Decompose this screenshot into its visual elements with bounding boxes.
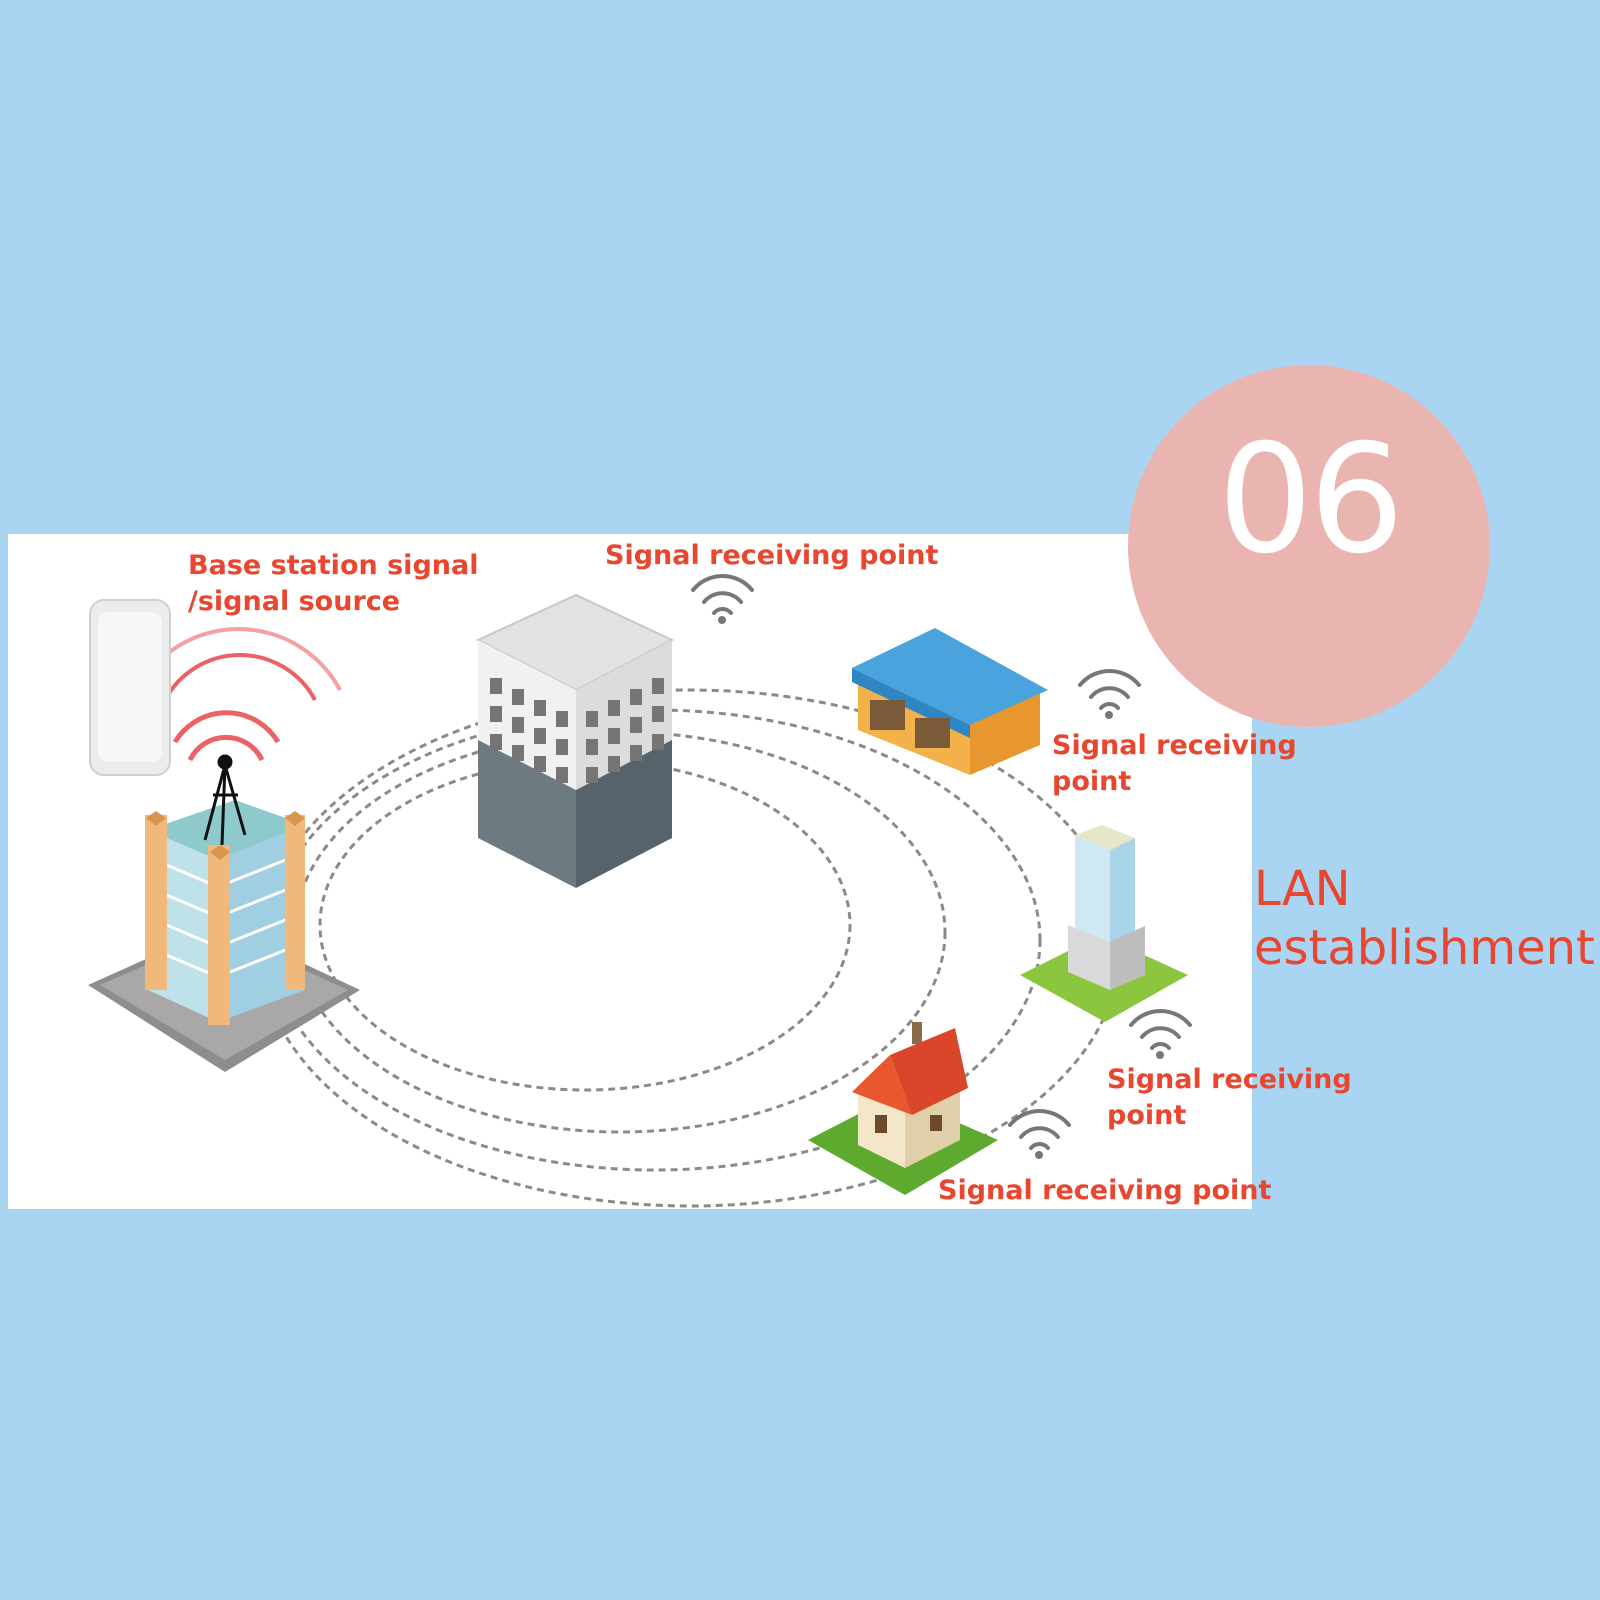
label-base-station: Base station signal /signal source: [188, 548, 478, 620]
label-receiver-tower: Signal receiving point: [1107, 1062, 1352, 1134]
lan-title-line2: establishment: [1254, 920, 1595, 976]
wifi-icon: [1008, 1108, 1071, 1150]
wifi-icon: [691, 573, 754, 615]
office-building-icon: [475, 593, 675, 888]
connection-ring: [258, 688, 1122, 1208]
wifi-icon: [1078, 668, 1141, 710]
label-receiver-tower-line2: point: [1107, 1100, 1187, 1131]
label-receiver-warehouse-line2: point: [1052, 766, 1132, 797]
base-station-building-icon: [88, 800, 360, 1072]
warehouse-icon: [852, 628, 1048, 775]
label-base-station-line2: /signal source: [188, 586, 401, 617]
signal-waves: [158, 627, 342, 762]
lan-title: LAN establishment: [1254, 860, 1595, 978]
label-receiver-tower-line1: Signal receiving: [1107, 1064, 1352, 1095]
wifi-dot: [1105, 711, 1113, 719]
connection-ring: [268, 708, 1042, 1172]
step-number: 06: [1217, 413, 1405, 587]
label-base-station-line1: Base station signal: [188, 550, 479, 581]
house-icon: [808, 1022, 998, 1195]
connection-lines: [258, 688, 1122, 1208]
wifi-dot: [718, 616, 726, 624]
label-receiver-house: Signal receiving point: [938, 1175, 1272, 1206]
label-receiver-warehouse: Signal receiving point: [1052, 728, 1297, 800]
cpe-device-icon: [89, 599, 171, 776]
label-receiver-top: Signal receiving point: [605, 540, 939, 571]
step-badge: 06: [1128, 365, 1490, 727]
label-receiver-warehouse-line1: Signal receiving: [1052, 730, 1297, 761]
wifi-dot: [1156, 1051, 1164, 1059]
wifi-dot: [1035, 1151, 1043, 1159]
lan-title-line1: LAN: [1254, 861, 1351, 917]
wifi-icon: [1129, 1008, 1192, 1050]
office-tower-icon: [1020, 825, 1188, 1022]
antenna-icon: [203, 754, 247, 846]
